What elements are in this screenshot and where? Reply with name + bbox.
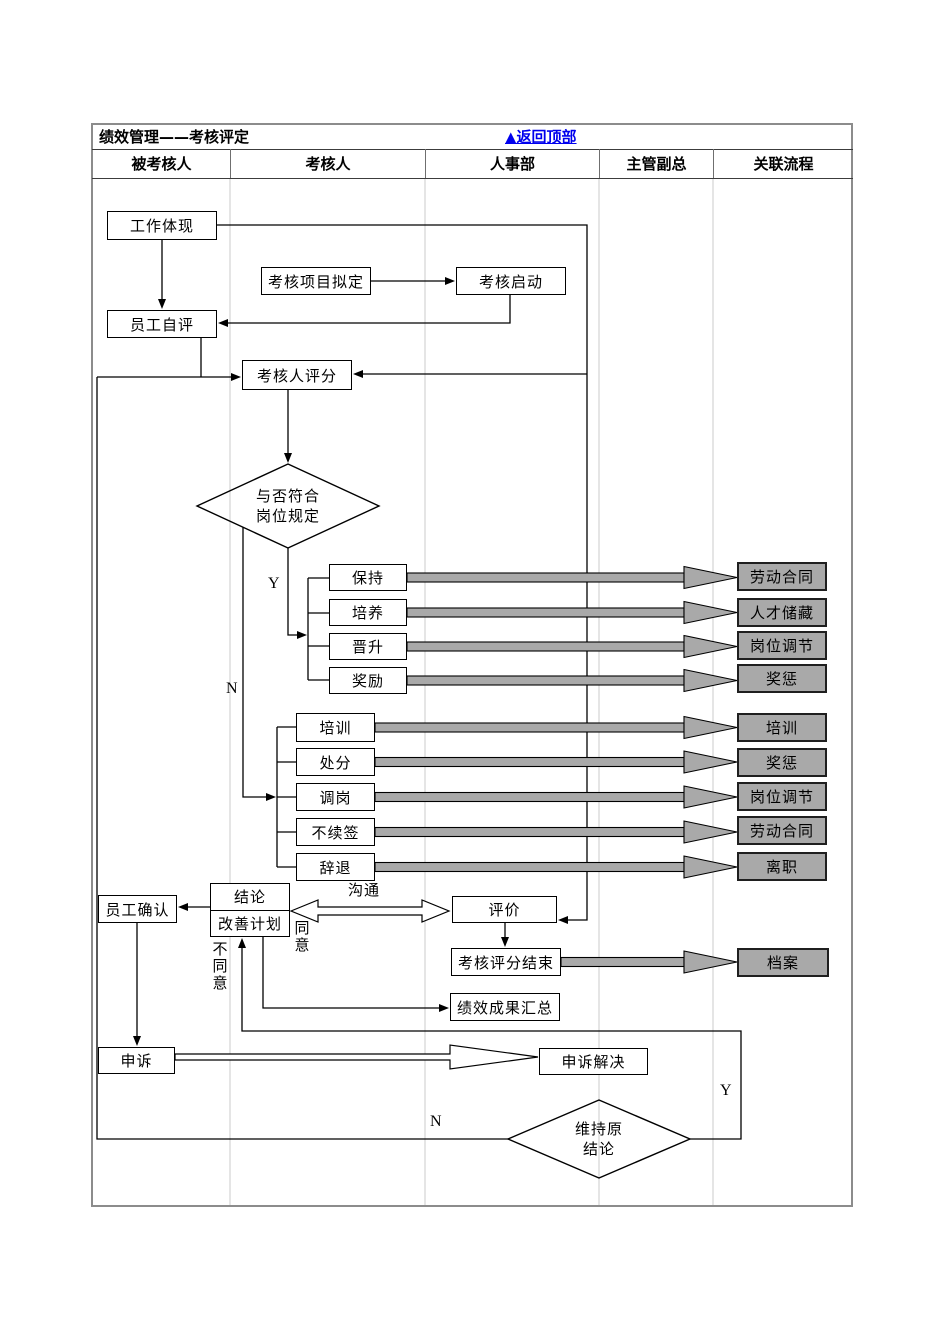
node-self-evaluation: 员工自评 (107, 310, 217, 338)
back-to-top-link[interactable]: ▲返回顶部 (505, 128, 577, 146)
node-evaluation: 评价 (452, 896, 557, 923)
node-training: 培训 (296, 713, 375, 742)
column-header-related-process: 关联流程 (713, 149, 853, 178)
page-title: 绩效管理——考核评定 (99, 128, 250, 146)
decision-diamonds (195, 463, 692, 1179)
related-post-adjust-1: 岗位调节 (737, 631, 827, 660)
node-scoring-end: 考核评分结束 (451, 948, 561, 976)
node-reward: 奖励 (329, 667, 407, 694)
label-communicate: 沟通 (348, 881, 381, 899)
related-training: 培训 (737, 713, 827, 742)
related-resignation: 离职 (737, 852, 827, 881)
node-results-summary: 绩效成果汇总 (450, 993, 560, 1021)
label-yes-fit: Y (268, 575, 280, 592)
decision-fit-line1: 与否符合 (255, 487, 320, 505)
node-no-renewal: 不续签 (296, 818, 375, 846)
related-reward-punish-2: 奖惩 (737, 748, 827, 777)
appeal-open-arrow (174, 1044, 539, 1070)
gray-flow-arrows (374, 565, 738, 974)
label-agree: 同意 (294, 919, 311, 954)
related-post-adjust-2: 岗位调节 (737, 782, 827, 811)
node-employee-confirm: 员工确认 (98, 895, 177, 923)
related-labor-contract-1: 劳动合同 (737, 562, 827, 591)
related-archive: 档案 (737, 948, 829, 977)
node-work-performance: 工作体现 (107, 211, 217, 240)
label-no-maintain: N (430, 1113, 442, 1130)
decision-fit-line2: 岗位规定 (255, 507, 320, 525)
node-appeal-resolution: 申诉解决 (539, 1048, 648, 1075)
related-talent-pool: 人才储藏 (737, 598, 827, 627)
header-row-divider-2 (92, 178, 853, 179)
node-appeal: 申诉 (98, 1047, 175, 1074)
decision-maintain-line1: 维持原 (574, 1120, 623, 1138)
label-no-fit: N (226, 680, 238, 697)
decision-maintain-line2: 结论 (582, 1140, 615, 1158)
arrowheads (133, 277, 568, 1046)
node-keep: 保持 (329, 564, 407, 591)
node-assessor-scoring: 考核人评分 (242, 360, 352, 390)
column-header-hr: 人事部 (425, 149, 599, 178)
label-yes-maintain: Y (720, 1082, 732, 1099)
swimlane-grid-lines (229, 178, 714, 1205)
diamond-maintain-conclusion (506, 1099, 692, 1179)
node-project-draft: 考核项目拟定 (261, 267, 371, 295)
node-conclusion-plan: 结论 改善计划 (210, 883, 290, 937)
table-outer-border (91, 123, 853, 1207)
related-reward-punish-1: 奖惩 (737, 664, 827, 693)
node-job-transfer: 调岗 (296, 783, 375, 811)
node-improvement-plan: 改善计划 (217, 914, 282, 933)
column-header-deputy-gm: 主管副总 (599, 149, 713, 178)
related-labor-contract-2: 劳动合同 (737, 816, 827, 845)
column-header-assessor: 考核人 (230, 149, 425, 178)
header-row-divider-1 (92, 149, 853, 150)
label-disagree: 不同意 (212, 940, 229, 992)
node-cultivate: 培养 (329, 599, 407, 626)
column-header-assessee: 被考核人 (131, 155, 192, 173)
node-decision-fit-job: 与否符合 岗位规定 (228, 486, 348, 526)
node-promote: 晋升 (329, 633, 407, 660)
node-dismissal: 辞退 (296, 853, 375, 881)
node-punishment: 处分 (296, 748, 375, 776)
diamond-fit-job (195, 463, 381, 549)
node-assessment-start: 考核启动 (456, 267, 566, 295)
communicate-double-arrow (289, 899, 451, 923)
node-decision-maintain: 维持原 结论 (539, 1119, 659, 1159)
node-conclusion: 结论 (211, 884, 289, 911)
